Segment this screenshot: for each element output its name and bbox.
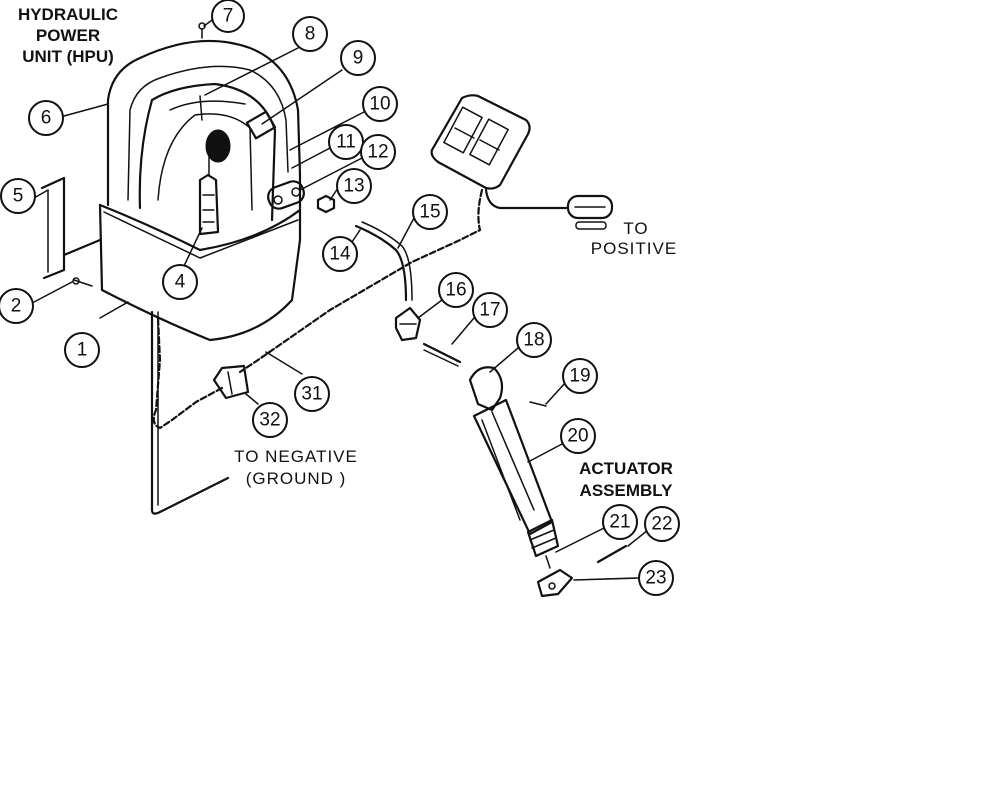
actuator-title-line: ACTUATOR — [579, 459, 673, 478]
negative-note: TO NEGATIVE (GROUND ) — [234, 447, 358, 488]
positive-note-line: TO — [623, 219, 648, 238]
callout-label: 1 — [77, 340, 88, 361]
wiring-harness-drawing — [238, 188, 484, 374]
callout-label: 2 — [11, 296, 22, 317]
actuator-title-line: ASSEMBLY — [580, 481, 674, 500]
callout-13: 13 — [336, 168, 372, 204]
callout-label: 20 — [567, 426, 588, 447]
negative-note-line: (GROUND ) — [246, 469, 347, 488]
hydraulic-hose-drawing — [150, 310, 230, 515]
callout-8: 8 — [292, 16, 328, 52]
mounting-bracket-drawing — [40, 176, 102, 280]
hpu-title: HYDRAULIC POWER UNIT (HPU) — [18, 5, 118, 66]
callout-label: 16 — [445, 280, 466, 301]
callout-16: 16 — [438, 272, 474, 308]
callout-label: 11 — [336, 132, 356, 153]
control-switch-drawing — [430, 94, 531, 190]
callout-label: 8 — [305, 24, 316, 45]
callout-19: 19 — [562, 358, 598, 394]
ground-connector-drawing — [212, 364, 250, 400]
callout-label: 10 — [369, 94, 390, 115]
hpu-title-line: UNIT (HPU) — [22, 47, 114, 66]
callout-6: 6 — [28, 100, 64, 136]
callout-23: 23 — [638, 560, 674, 596]
callout-5: 5 — [0, 178, 36, 214]
negative-note-line: TO NEGATIVE — [234, 447, 358, 466]
callout-label: 21 — [609, 512, 630, 533]
callout-label: 19 — [569, 366, 590, 387]
callout-22: 22 — [644, 506, 680, 542]
callout-1: 1 — [64, 332, 100, 368]
callout-label: 9 — [353, 48, 364, 69]
callout-7: 7 — [211, 0, 245, 33]
callout-31: 31 — [294, 376, 330, 412]
short-hose-drawing — [422, 342, 462, 364]
callout-2: 2 — [0, 288, 34, 324]
callout-label: 23 — [645, 568, 666, 589]
positive-note-line: POSITIVE — [591, 239, 677, 258]
callout-17: 17 — [472, 292, 508, 328]
callout-15: 15 — [412, 194, 448, 230]
callout-21: 21 — [602, 504, 638, 540]
callout-11: 11 — [328, 124, 364, 160]
elbow-fitting-drawing — [394, 306, 422, 342]
bolt-drawing — [72, 277, 93, 287]
callout-label: 7 — [223, 6, 234, 27]
callout-label: 15 — [419, 202, 440, 223]
hydraulic-tube-drawing — [354, 221, 413, 302]
callout-label: 4 — [175, 272, 186, 293]
callout-32: 32 — [252, 402, 288, 438]
callout-label: 17 — [479, 300, 500, 321]
callout-9: 9 — [340, 40, 376, 76]
hpu-title-line: POWER — [36, 26, 100, 45]
hpu-unit-drawing — [98, 22, 336, 342]
callout-label: 5 — [13, 186, 24, 207]
callout-12: 12 — [360, 134, 396, 170]
callout-label: 6 — [41, 108, 52, 129]
actuator-title: ACTUATOR ASSEMBLY — [579, 459, 673, 500]
callout-4: 4 — [162, 264, 198, 300]
callout-label: 13 — [343, 176, 364, 197]
callout-label: 18 — [523, 330, 544, 351]
callout-10: 10 — [362, 86, 398, 122]
callout-14: 14 — [322, 236, 358, 272]
hpu-title-line: HYDRAULIC — [18, 5, 118, 24]
callout-label: 31 — [301, 384, 322, 405]
leader-lines — [33, 19, 649, 581]
callout-label: 22 — [651, 514, 672, 535]
callout-20: 20 — [560, 418, 596, 454]
callout-label: 32 — [259, 410, 280, 431]
positive-wire-drawing — [484, 188, 614, 230]
actuator-assembly-drawing — [468, 366, 628, 598]
callout-18: 18 — [516, 322, 552, 358]
positive-note: TO POSITIVE — [591, 219, 677, 258]
callout-label: 14 — [329, 244, 351, 265]
callout-label: 12 — [367, 142, 388, 163]
